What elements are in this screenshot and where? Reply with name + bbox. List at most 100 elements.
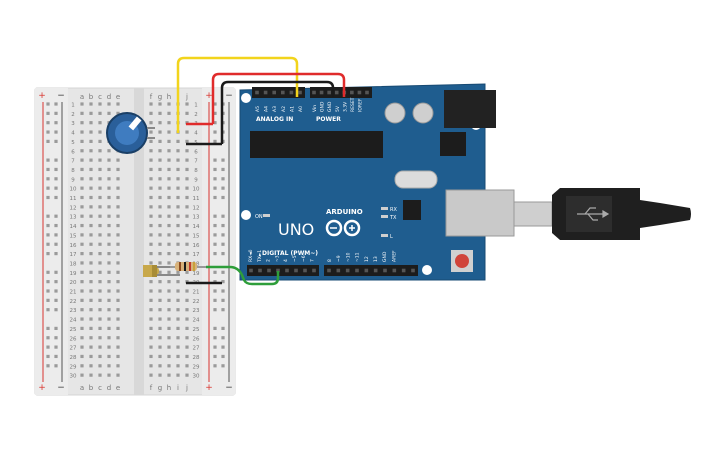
rail-hole[interactable]: [46, 195, 50, 200]
breadboard-hole[interactable]: [176, 186, 180, 190]
breadboard-hole[interactable]: [89, 177, 93, 181]
breadboard-hole[interactable]: [98, 121, 102, 125]
rail-hole[interactable]: [221, 336, 225, 340]
breadboard-hole[interactable]: [176, 270, 180, 274]
breadboard-hole[interactable]: [185, 233, 189, 237]
breadboard-hole[interactable]: [167, 223, 171, 228]
breadboard-hole[interactable]: [80, 354, 84, 359]
breadboard-hole[interactable]: [176, 280, 180, 284]
breadboard-hole[interactable]: [98, 336, 102, 340]
breadboard-hole[interactable]: [80, 186, 84, 190]
breadboard-hole[interactable]: [158, 223, 162, 228]
breadboard-hole[interactable]: [80, 317, 84, 321]
breadboard-hole[interactable]: [176, 167, 180, 172]
breadboard-hole[interactable]: [149, 326, 153, 330]
rail-hole[interactable]: [221, 289, 225, 293]
breadboard-hole[interactable]: [176, 195, 180, 200]
breadboard-hole[interactable]: [116, 205, 120, 209]
breadboard-hole[interactable]: [149, 298, 153, 302]
breadboard-hole[interactable]: [116, 102, 120, 106]
header-pin[interactable]: [401, 268, 406, 273]
breadboard-hole[interactable]: [158, 130, 162, 134]
breadboard-hole[interactable]: [185, 252, 189, 256]
breadboard-hole[interactable]: [98, 317, 102, 321]
rail-hole[interactable]: [54, 177, 58, 181]
header-pin[interactable]: [294, 268, 298, 273]
breadboard-hole[interactable]: [116, 354, 120, 359]
breadboard-hole[interactable]: [149, 373, 153, 377]
rail-hole[interactable]: [46, 139, 50, 143]
rail-hole[interactable]: [213, 354, 217, 359]
breadboard-hole[interactable]: [185, 317, 189, 321]
rail-hole[interactable]: [54, 364, 58, 368]
breadboard-hole[interactable]: [176, 326, 180, 330]
rail-hole[interactable]: [213, 242, 217, 246]
breadboard-hole[interactable]: [98, 214, 102, 218]
breadboard-hole[interactable]: [116, 364, 120, 368]
breadboard-hole[interactable]: [167, 280, 171, 284]
breadboard-hole[interactable]: [98, 289, 102, 293]
breadboard-hole[interactable]: [107, 261, 111, 265]
breadboard-hole[interactable]: [185, 223, 189, 228]
breadboard-hole[interactable]: [98, 167, 102, 172]
breadboard-hole[interactable]: [107, 280, 111, 284]
breadboard-hole[interactable]: [80, 139, 84, 143]
header-pin[interactable]: [383, 268, 387, 273]
breadboard-hole[interactable]: [149, 354, 153, 359]
rail-hole[interactable]: [46, 121, 50, 125]
header-pin[interactable]: [355, 268, 359, 273]
breadboard-hole[interactable]: [116, 336, 120, 340]
breadboard-hole[interactable]: [167, 205, 171, 209]
rail-hole[interactable]: [221, 364, 225, 368]
breadboard-hole[interactable]: [80, 280, 84, 284]
rail-hole[interactable]: [54, 345, 58, 349]
rail-hole[interactable]: [221, 345, 225, 349]
breadboard-hole[interactable]: [80, 308, 84, 312]
breadboard-hole[interactable]: [98, 326, 102, 330]
breadboard-hole[interactable]: [158, 158, 162, 162]
breadboard-hole[interactable]: [176, 242, 180, 246]
breadboard-hole[interactable]: [107, 214, 111, 218]
breadboard-hole[interactable]: [98, 102, 102, 106]
rail-hole[interactable]: [46, 177, 50, 181]
breadboard-hole[interactable]: [116, 167, 120, 172]
breadboard-hole[interactable]: [107, 289, 111, 293]
breadboard-hole[interactable]: [149, 317, 153, 321]
breadboard-hole[interactable]: [98, 261, 102, 265]
breadboard-hole[interactable]: [185, 149, 189, 153]
rail-hole[interactable]: [54, 223, 58, 228]
breadboard-hole[interactable]: [185, 336, 189, 340]
breadboard-hole[interactable]: [167, 252, 171, 256]
breadboard-hole[interactable]: [89, 308, 93, 312]
breadboard-hole[interactable]: [158, 205, 162, 209]
breadboard-hole[interactable]: [149, 158, 153, 162]
rail-hole[interactable]: [46, 252, 50, 256]
header-pin[interactable]: [281, 90, 285, 95]
breadboard-hole[interactable]: [98, 298, 102, 302]
breadboard-hole[interactable]: [89, 214, 93, 218]
rail-hole[interactable]: [46, 298, 50, 302]
resistor[interactable]: [170, 262, 206, 271]
breadboard-hole[interactable]: [149, 261, 153, 265]
breadboard-hole[interactable]: [80, 111, 84, 115]
breadboard-hole[interactable]: [149, 336, 153, 340]
breadboard-hole[interactable]: [107, 345, 111, 349]
breadboard-hole[interactable]: [107, 373, 111, 377]
rail-hole[interactable]: [54, 139, 58, 143]
breadboard-hole[interactable]: [158, 270, 162, 274]
breadboard-hole[interactable]: [158, 354, 162, 359]
led[interactable]: [143, 265, 180, 277]
rail-hole[interactable]: [46, 186, 50, 190]
rail-hole[interactable]: [213, 102, 217, 106]
breadboard-hole[interactable]: [80, 167, 84, 172]
rail-hole[interactable]: [54, 167, 58, 172]
breadboard-hole[interactable]: [149, 102, 153, 106]
breadboard-hole[interactable]: [167, 326, 171, 330]
breadboard-hole[interactable]: [167, 345, 171, 349]
breadboard-hole[interactable]: [149, 205, 153, 209]
rail-hole[interactable]: [213, 130, 217, 134]
header-pin[interactable]: [289, 90, 294, 95]
breadboard-hole[interactable]: [167, 102, 171, 106]
breadboard-hole[interactable]: [116, 345, 120, 349]
breadboard-hole[interactable]: [89, 195, 93, 200]
